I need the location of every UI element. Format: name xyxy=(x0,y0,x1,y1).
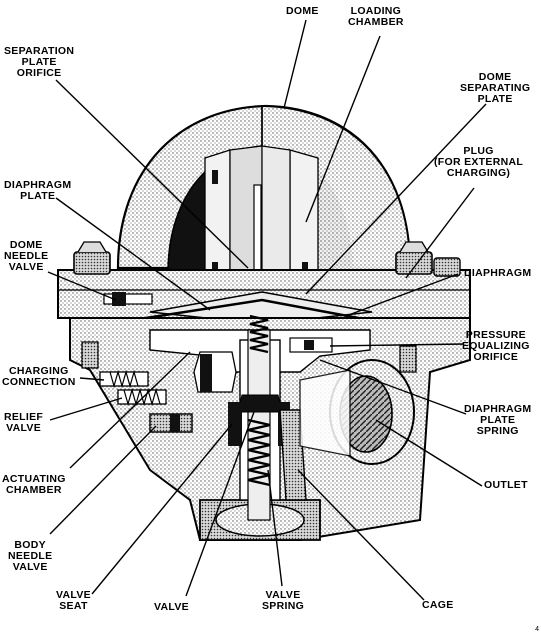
leader-lines xyxy=(47,19,487,601)
label-diaphragm-plate: DIAPHRAGM PLATE xyxy=(4,179,72,202)
label-cage: CAGE xyxy=(422,599,454,611)
label-valve-spring: VALVE SPRING xyxy=(262,589,305,612)
label-separation-plate-orifice: SEPARATION PLATE ORIFICE xyxy=(4,45,75,79)
label-dome-needle-valve: DOME NEEDLE VALVE xyxy=(4,239,49,273)
label-charging-connection: CHARGING CONNECTION xyxy=(2,365,76,388)
label-valve-seat: VALVE SEAT xyxy=(56,589,91,612)
label-valve: VALVE xyxy=(154,601,189,613)
label-outlet: OUTLET xyxy=(484,479,528,491)
label-body-needle-valve: BODY NEEDLE VALVE xyxy=(8,539,53,573)
label-diaphragm: DIAPHRAGM xyxy=(464,267,532,279)
outlet-port xyxy=(299,359,415,465)
label-plug: PLUG (FOR EXTERNAL CHARGING) xyxy=(434,145,524,179)
figure-number: 4 xyxy=(535,626,539,633)
label-pressure-equalizing-orifice: PRESSURE EQUALIZING ORIFICE xyxy=(462,329,530,363)
label-dome-separating-plate: DOME SEPARATING PLATE xyxy=(460,71,531,105)
label-relief-valve: RELIEF VALVE xyxy=(4,411,44,434)
dome-shell xyxy=(116,104,412,291)
label-dome: DOME xyxy=(286,5,319,17)
label-actuating-chamber: ACTUATING CHAMBER xyxy=(2,473,66,496)
label-loading-chamber: LOADING CHAMBER xyxy=(348,5,404,28)
label-diaphragm-plate-spring: DIAPHRAGM PLATE SPRING xyxy=(464,403,532,437)
